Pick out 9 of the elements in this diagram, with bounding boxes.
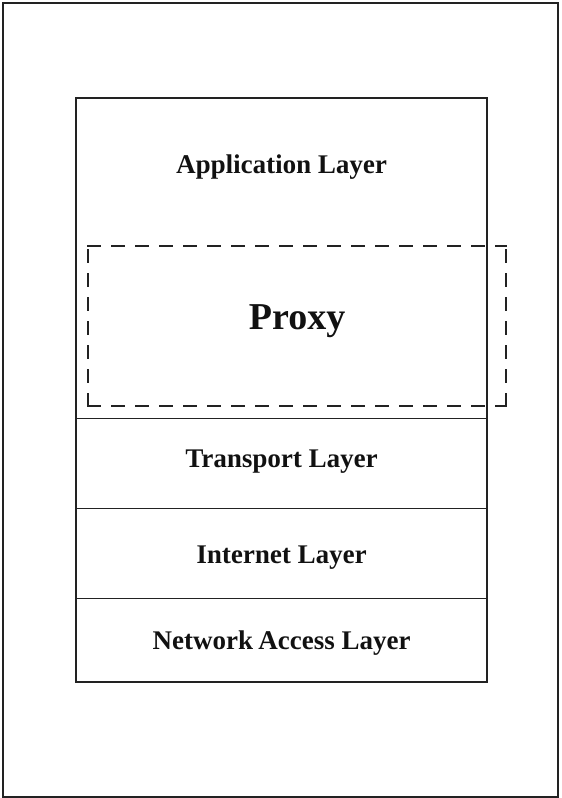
layer-box	[75, 598, 488, 683]
proxy-box	[87, 245, 507, 407]
layer-label: Network Access Layer	[152, 625, 410, 656]
layer-label: Internet Layer	[196, 539, 367, 570]
layer-label: Transport Layer	[185, 443, 378, 474]
layer-box	[75, 508, 488, 599]
layer-box	[75, 418, 488, 509]
layer-label: Proxy	[248, 295, 346, 339]
layer-label: Application Layer	[176, 149, 387, 180]
